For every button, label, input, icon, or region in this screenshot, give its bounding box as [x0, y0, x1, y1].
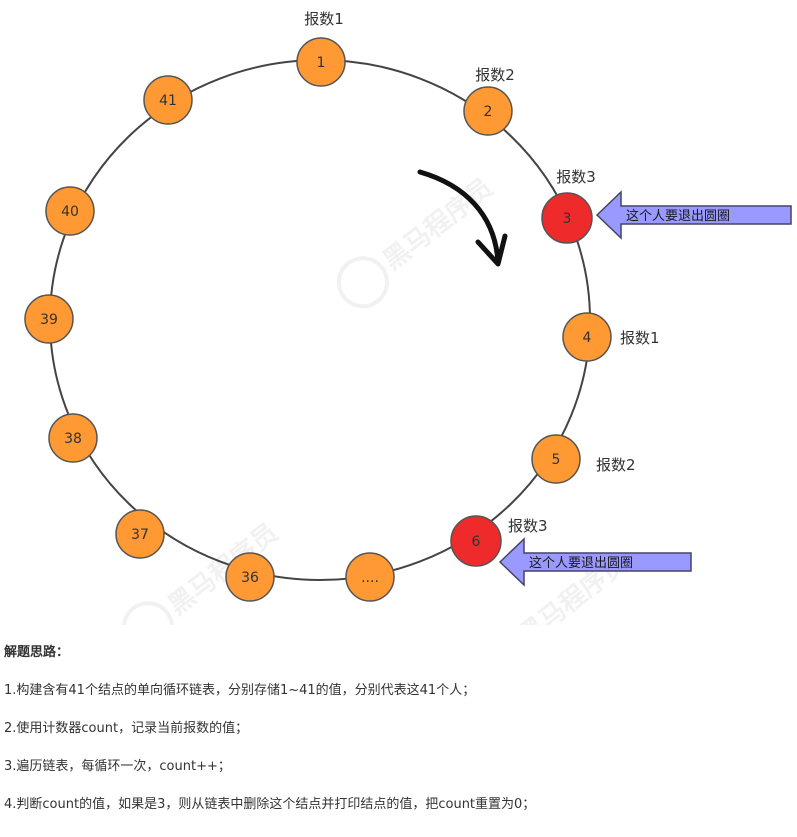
node-1: [296, 37, 346, 87]
node-3: [541, 192, 593, 244]
count-label-6: 报数3: [508, 517, 548, 535]
node-label-10: 38: [64, 431, 82, 447]
node-label-11: 39: [40, 312, 58, 328]
node-7: [345, 552, 395, 602]
solution-notes: 解题思路： 1.构建含有41个结点的单向循环链表，分别存储1~41的值，分别代表…: [4, 643, 794, 833]
node-label-5: 5: [552, 452, 561, 468]
node-12: [45, 186, 95, 236]
notes-step-3: 3.遍历链表，每循环一次，count++；: [4, 759, 231, 774]
node-10: [48, 413, 98, 463]
watermark-logo-icon: [336, 256, 389, 309]
watermark-logo-icon: [121, 601, 174, 625]
node-2: [463, 86, 513, 136]
notes-step-2: 2.使用计数器count，记录当前报数的值；: [4, 721, 249, 736]
node-label-2: 2: [484, 104, 493, 120]
node-8: [225, 552, 275, 602]
node-label-8: 36: [241, 570, 259, 586]
exit-arrow-3: [595, 190, 792, 240]
node-label-1: 1: [317, 55, 326, 71]
count-label-3: 报数3: [556, 168, 596, 186]
node-label-12: 40: [61, 204, 79, 220]
node-11: [24, 294, 74, 344]
count-label-1: 报数1: [304, 10, 344, 28]
node-9: [115, 509, 165, 559]
node-5: [531, 434, 581, 484]
count-label-4: 报数1: [620, 329, 660, 347]
count-label-2: 报数2: [475, 66, 515, 84]
node-label-7: ....: [361, 570, 379, 586]
node-label-13: 41: [159, 93, 177, 109]
watermark-text: 黑马程序员: [377, 172, 499, 276]
exit-arrow-label-6: 这个人要退出圆圈: [529, 555, 633, 571]
node-6: [450, 515, 502, 567]
notes-heading: 解题思路：: [4, 645, 70, 660]
ring-circle: [49, 59, 591, 581]
exit-arrow-label-3: 这个人要退出圆圈: [626, 208, 730, 224]
node-group: 1 报数1 2 报数2 3 报数3 4 报数1 5 报数2 6 报数3.... 36 37 38 39 40 41: [24, 10, 660, 602]
count-label-5: 报数2: [596, 456, 636, 474]
rotation-arrowhead: [475, 233, 508, 267]
node-label-4: 4: [583, 330, 592, 346]
node-label-6: 6: [472, 534, 481, 550]
rotation-direction-arrow: [417, 169, 501, 265]
node-13: [143, 75, 193, 125]
node-label-9: 37: [131, 527, 149, 543]
exit-arrow-6: [498, 537, 692, 587]
node-4: [562, 312, 612, 362]
node-label-3: 3: [563, 211, 572, 227]
josephus-ring-diagram: 黑马程序员黑马程序员黑马程序员 这个人要退出圆圈这个人要退出圆圈 1报数12报数…: [24, 10, 792, 625]
notes-step-4: 4.判断count的值，如果是3，则从链表中删除这个结点并打印结点的值，把cou…: [4, 797, 536, 812]
notes-step-1: 1.构建含有41个结点的单向循环链表，分别存储1~41的值，分别代表这41个人；: [4, 683, 476, 698]
